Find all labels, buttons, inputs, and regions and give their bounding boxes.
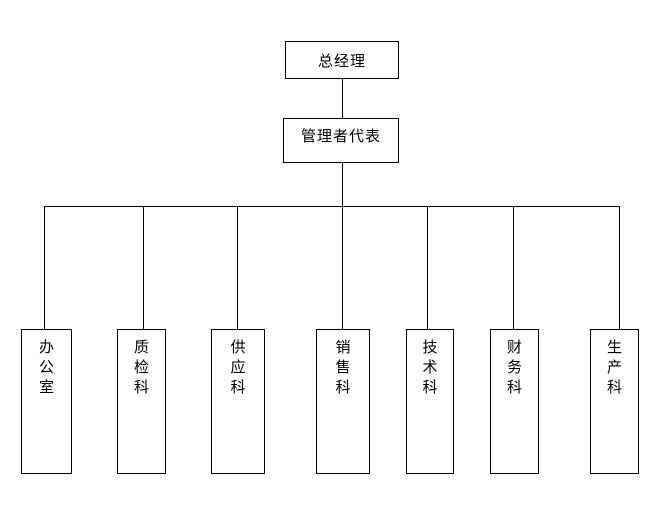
- connector-drop-sales: [342, 207, 343, 330]
- node-sales-label: 销售科: [335, 340, 351, 396]
- node-production: 生产科: [590, 329, 639, 474]
- node-technology-label: 技术科: [422, 340, 438, 396]
- node-quality-inspection: 质检科: [117, 329, 166, 474]
- connector-drop-office: [44, 207, 45, 330]
- connector-bus-line: [44, 206, 620, 207]
- node-management-representative-label: 管理者代表: [300, 129, 381, 145]
- connector-representative-to-bus: [342, 163, 343, 206]
- node-general-manager-label: 总经理: [317, 53, 366, 70]
- node-office: 办公室: [21, 329, 72, 474]
- connector-drop-production: [619, 207, 620, 330]
- node-office-label: 办公室: [39, 340, 55, 396]
- node-quality-inspection-label: 质检科: [134, 340, 150, 396]
- node-finance: 财务科: [490, 329, 539, 474]
- node-supply-label: 供应科: [230, 340, 246, 396]
- node-general-manager: 总经理: [285, 41, 399, 79]
- node-technology: 技术科: [406, 329, 454, 474]
- connector-root-to-representative: [342, 79, 343, 118]
- node-management-representative: 管理者代表: [283, 118, 399, 163]
- node-finance-label: 财务科: [507, 340, 523, 396]
- node-production-label: 生产科: [607, 340, 623, 396]
- connector-drop-finance: [513, 207, 514, 330]
- connector-drop-technology: [427, 207, 428, 330]
- node-sales: 销售科: [316, 329, 370, 474]
- connector-drop-quality-inspection: [143, 207, 144, 330]
- connector-drop-supply: [237, 207, 238, 330]
- node-supply: 供应科: [211, 329, 265, 474]
